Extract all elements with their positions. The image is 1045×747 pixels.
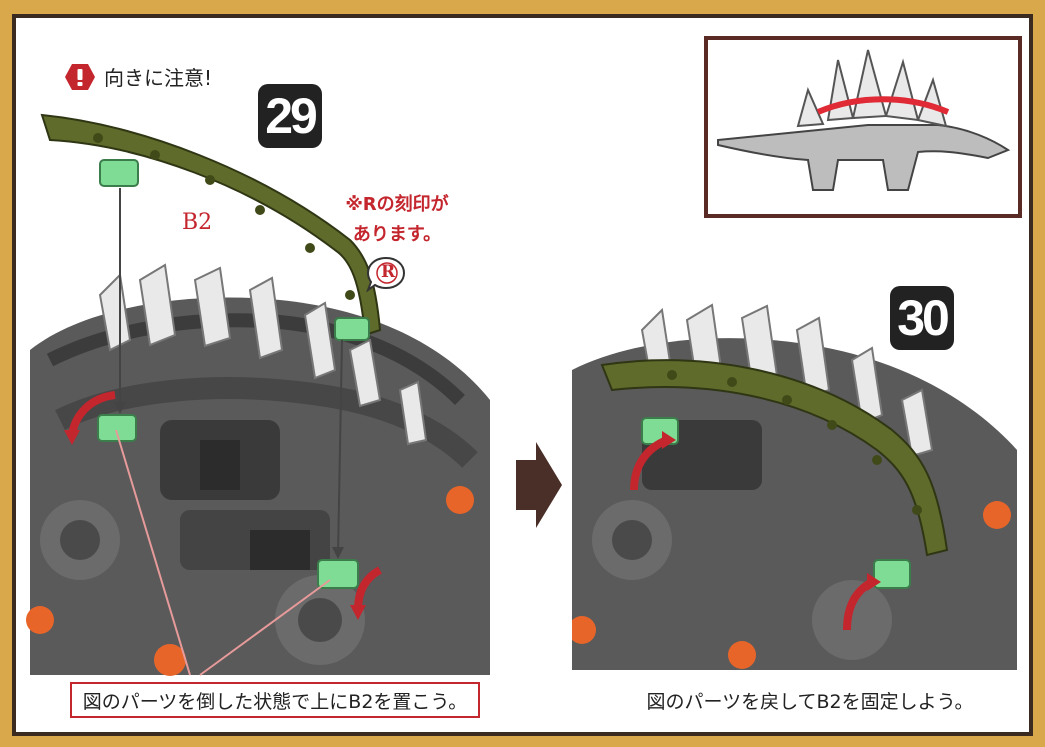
step-number-30: 30	[890, 286, 954, 350]
step-29-illustration	[26, 113, 490, 676]
step-30-illustration	[572, 303, 1017, 670]
step-30-caption: 図のパーツを戻してB2を固定しよう。	[646, 690, 974, 713]
r-engraving-mark: R	[366, 256, 406, 292]
warning-icon	[65, 63, 95, 90]
stegosaurus-model-image	[717, 49, 1011, 191]
orientation-warning: 向きに注意!	[64, 62, 212, 91]
stegosaurus-overview	[704, 36, 1022, 218]
engraving-note-line1: ※Rの刻印が	[345, 194, 449, 215]
speech-bubble-icon	[366, 256, 406, 292]
arrow-right-icon	[516, 442, 562, 528]
engraving-note: ※Rの刻印が あります。	[322, 190, 472, 250]
part-label-b2: B2	[182, 210, 213, 235]
r-mark-letter: R	[381, 262, 396, 282]
engraving-note-line2: あります。	[352, 224, 442, 245]
warning-text: 向きに注意!	[104, 66, 213, 90]
step-number-29: 29	[258, 84, 322, 148]
step-29-caption: 図のパーツを倒した状態で上にB2を置こう。	[70, 682, 480, 718]
